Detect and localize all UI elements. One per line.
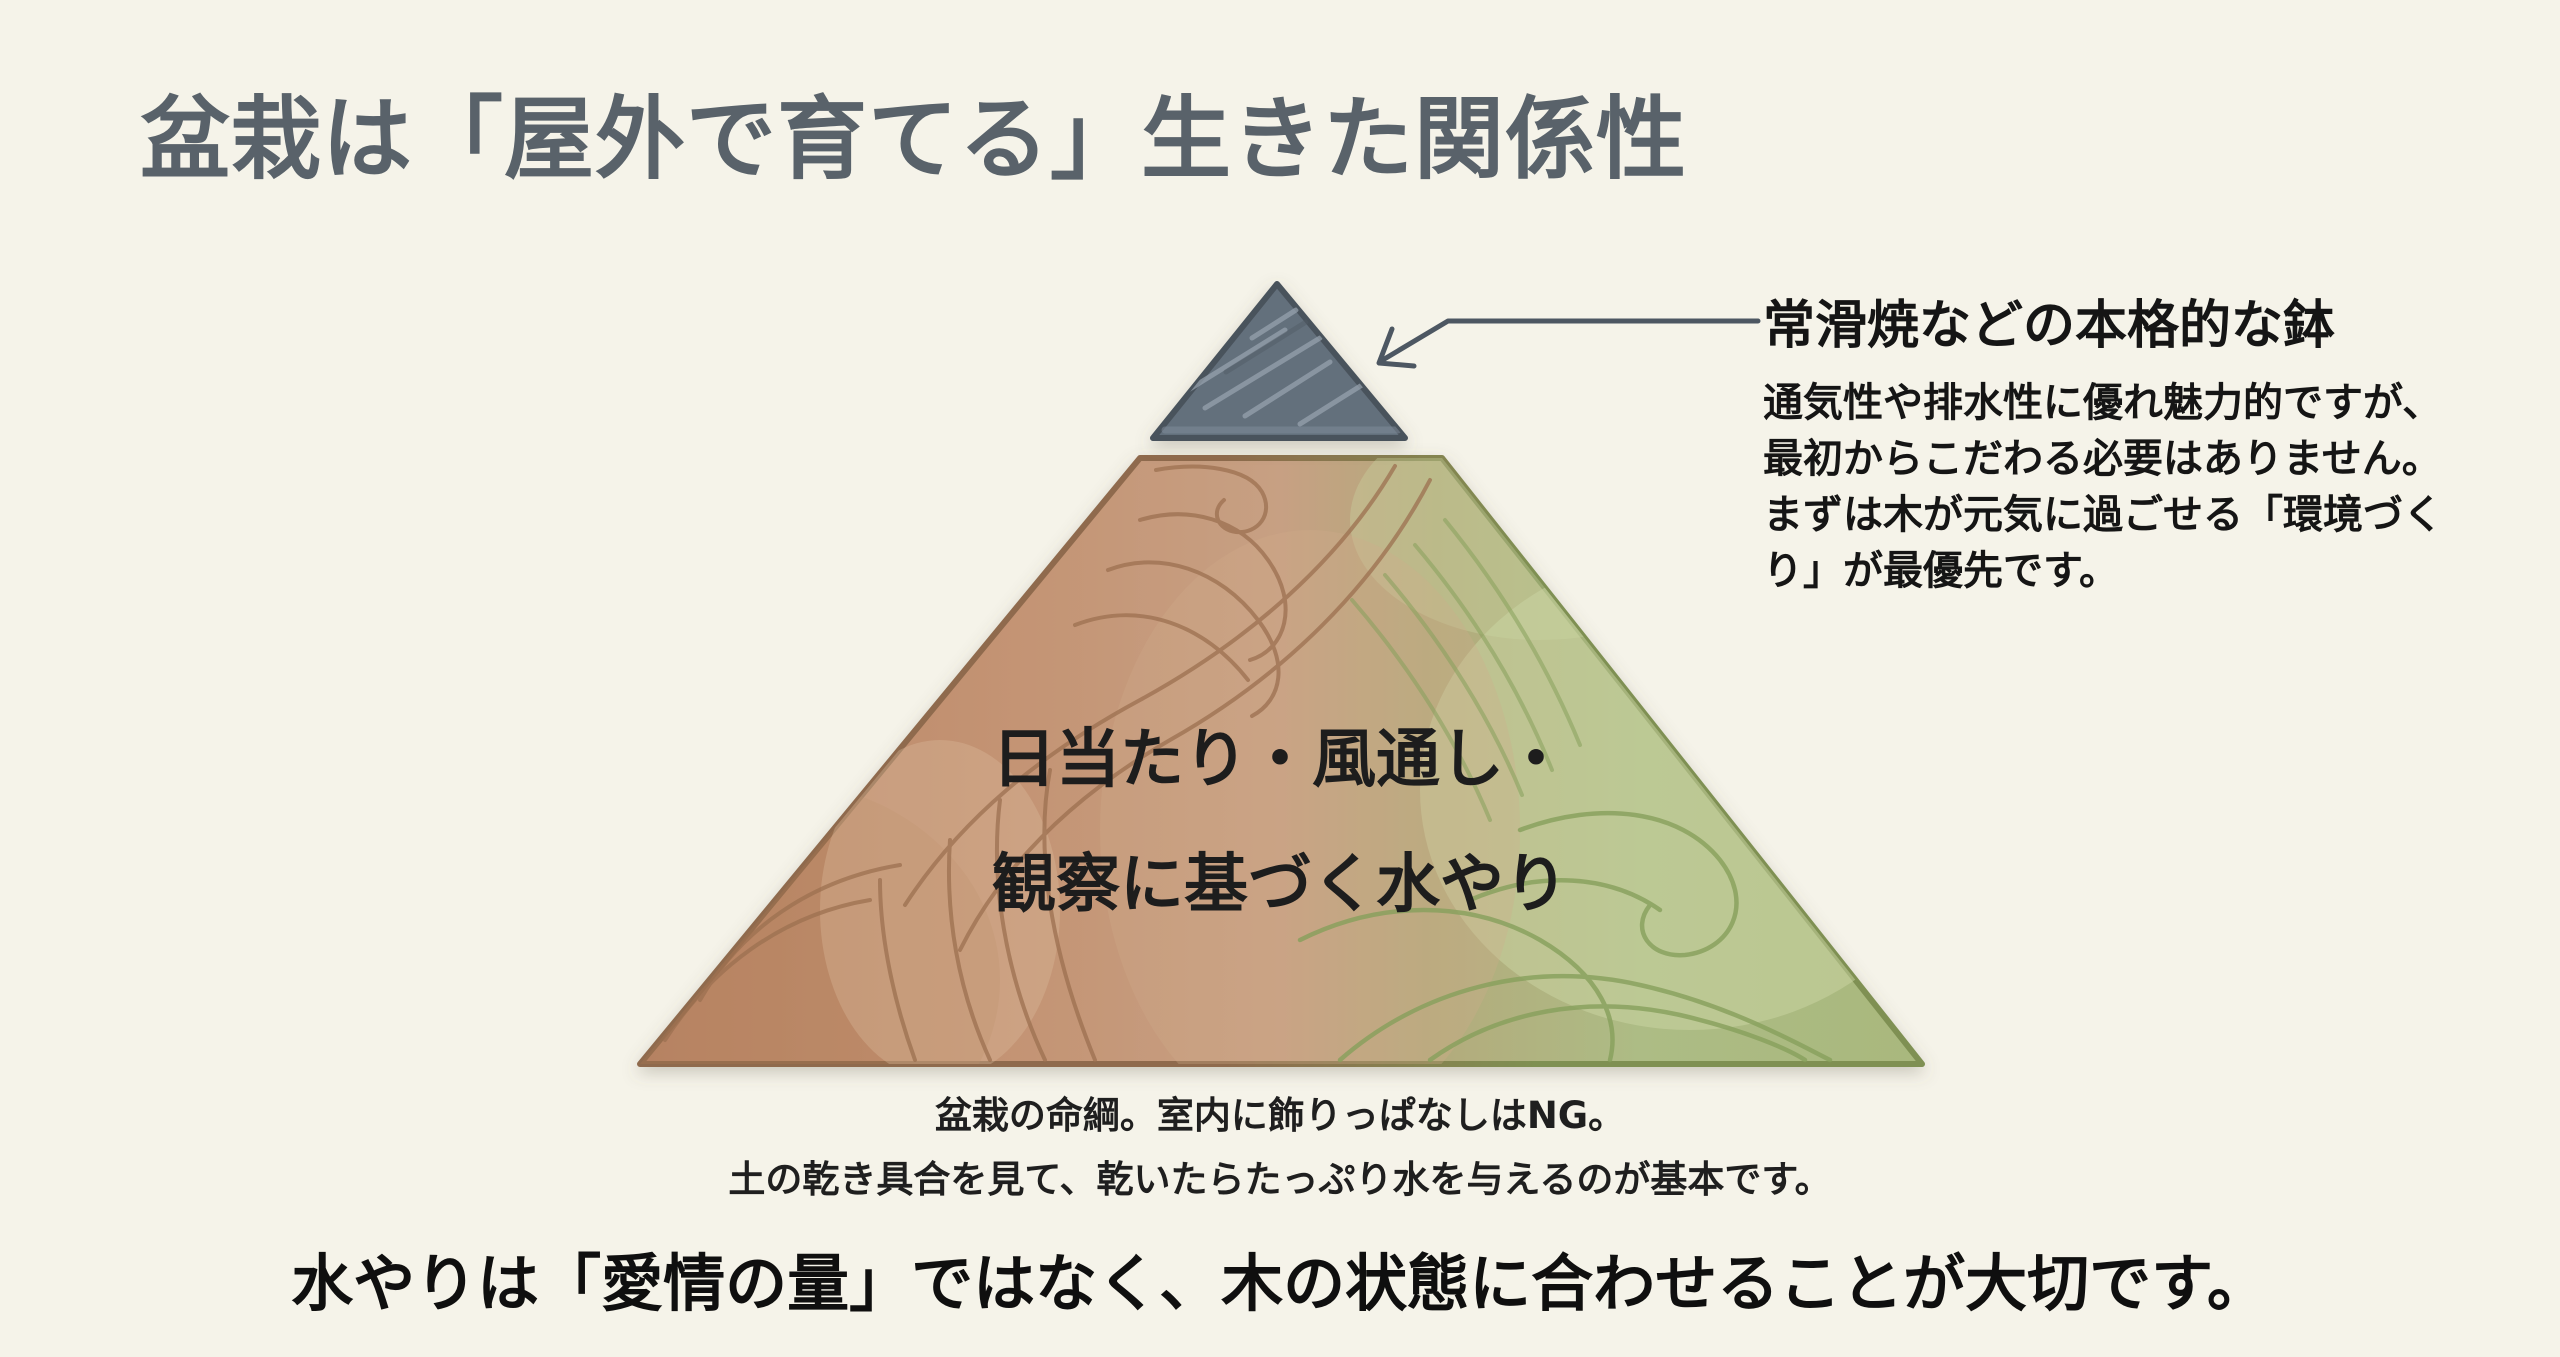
key-message: 水やりは「愛情の量」ではなく、木の状態に合わせることが大切です。: [291, 1247, 2269, 1320]
pot-triangle-texture: [1161, 307, 1402, 434]
annotation-body-line: 最初からこだわる必要はありません。: [1763, 436, 2442, 482]
trapezoid-contours-brown: [663, 464, 1432, 1062]
pot-annotation: 常滑焼などの本格的な鉢 通気性や排水性に優れ魅力的ですが、 最初からこだわる必要…: [1763, 293, 2463, 599]
page-title: 盆栽は「屋外で育てる」生きた関係性: [140, 86, 1687, 192]
annotation-body: 通気性や排水性に優れ魅力的ですが、 最初からこだわる必要はありません。 まずは木…: [1763, 375, 2463, 599]
caption-line: 土の乾き具合を見て、乾いたらたっぷり水を与えるのが基本です。: [728, 1158, 1832, 1201]
watering-caption: 盆栽の命綱。室内に飾りっぱなしはNG。 土の乾き具合を見て、乾いたらたっぷり水を…: [0, 1084, 2560, 1212]
arrowhead-icon: [1376, 326, 1417, 369]
pyramid-center-label: 日当たり・風通し・ 観察に基づく水やり: [0, 698, 2560, 948]
trapezoid-color-patches: [640, 458, 1922, 1064]
label-line: 日当たり・風通し・: [992, 723, 1568, 797]
annotation-arrow: [1376, 318, 1761, 369]
annotation-body-line: まずは木が元気に過ごせる「環境づく: [1763, 492, 2443, 538]
annotation-body-line: 通気性や排水性に優れ魅力的ですが、: [1763, 380, 2443, 426]
label-line: 観察に基づく水やり: [992, 848, 1568, 922]
annotation-body-line: り」が最優先です。: [1763, 548, 2119, 594]
caption-line: 盆栽の命綱。室内に飾りっぱなしはNG。: [934, 1094, 1626, 1137]
annotation-heading: 常滑焼などの本格的な鉢: [1763, 296, 2336, 356]
trapezoid-contours-ridge: [1350, 518, 1582, 822]
